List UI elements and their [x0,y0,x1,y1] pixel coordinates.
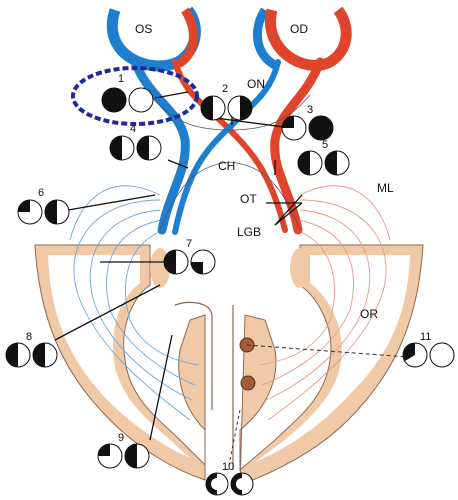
lesion-number-2: 2 [222,83,228,95]
left-calcarine-sulcus [174,301,213,410]
left-eye-os [107,6,201,72]
visual-field-11 [402,342,455,368]
right-white-matter [255,255,410,462]
optic-nerve-fibers [130,57,325,235]
lesion-pointer-lines [54,91,303,441]
visual-field-2 [200,95,253,121]
left-optic-radiation [69,185,199,421]
lesion-number-6: 6 [38,187,44,199]
right-optic-radiation [259,185,391,421]
visual-field-3 [281,115,334,141]
label-od: OD [290,22,308,36]
label-ot: OT [240,192,257,206]
label-on: ON [247,77,265,91]
lesion-number-7: 7 [186,238,192,250]
lesion-marker-lower [240,375,256,391]
right-eye-od [253,6,352,71]
label-lgb: LGB [237,225,261,239]
label-ch: CH [218,159,235,173]
lesion-number-1: 1 [118,73,124,85]
visual-field-1 [101,87,154,113]
label-or: OR [360,307,378,321]
visual-field-4 [109,135,162,161]
visual-field-6 [17,199,70,225]
visual-field-10 [205,472,254,496]
lesion-1-highlight-ring [71,66,199,126]
visual-field-5 [297,150,350,176]
left-white-matter [48,255,190,458]
occipital-cortex [34,244,424,486]
visual-field-8 [5,342,58,368]
lesion-number-3: 3 [307,104,313,116]
label-ml: ML [377,181,394,195]
lesion-10-dashed-line [227,409,241,471]
lesion-number-10: 10 [222,461,234,473]
label-os: OS [135,22,152,36]
lesion-11-dashed-line [246,344,409,358]
lesion-number-8: 8 [26,331,32,343]
chiasm-outline [149,94,311,231]
visual-field-7 [163,249,216,275]
lesion-number-4: 4 [130,123,136,135]
lesion-number-11: 11 [420,331,431,343]
right-lgb [290,248,310,288]
visual-field-9 [97,443,150,469]
lesion-number-5: 5 [322,139,328,151]
lesion-number-9: 9 [118,432,124,444]
